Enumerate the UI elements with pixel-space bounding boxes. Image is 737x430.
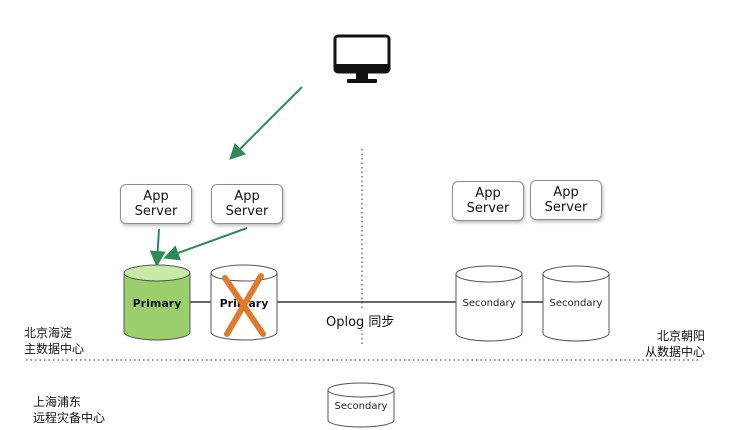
- region-name: 北京海淀: [24, 326, 73, 340]
- secondary-node-cylinder: [455, 265, 523, 342]
- app-server-label: Server: [134, 204, 178, 219]
- region-name: 上海浦东: [33, 395, 82, 409]
- region-name: 北京朝阳: [657, 329, 706, 343]
- region-label-haidian: 北京海淀 主数据中心: [24, 325, 84, 357]
- oplog-sync-label: Oplog 同步: [324, 311, 397, 330]
- primary-node-label: Primary: [132, 297, 182, 310]
- app-server-label: App: [475, 186, 501, 201]
- app-server-box: App Server: [120, 184, 192, 224]
- region-role: 主数据中心: [24, 342, 85, 356]
- secondary-node-cylinder: [542, 265, 610, 342]
- region-role: 从数据中心: [645, 345, 706, 359]
- primary-node-cylinder: [123, 264, 191, 341]
- region-label-chaoyang: 北京朝阳 从数据中心: [645, 328, 705, 360]
- monitor-icon: [333, 34, 391, 83]
- app2-to-primary-arrow: [163, 227, 248, 261]
- failed-x-icon: [222, 273, 266, 337]
- region-label-pudong: 上海浦东 远程灾备中心: [33, 394, 105, 426]
- dr-secondary-cylinder: [327, 382, 395, 428]
- app-server-box: App Server: [452, 181, 524, 221]
- app-server-label: App: [234, 189, 260, 204]
- app1-to-primary-arrow: [149, 228, 166, 267]
- dr-secondary-label: Secondary: [334, 401, 388, 412]
- app-server-box: App Server: [211, 184, 283, 224]
- client-to-app-arrow: [229, 86, 303, 160]
- secondary-node-label: Secondary: [549, 298, 603, 309]
- app-server-label: Server: [544, 200, 588, 215]
- app-server-label: App: [553, 185, 579, 200]
- app-server-label: App: [143, 189, 169, 204]
- app-server-label: Server: [466, 201, 510, 216]
- app-server-label: Server: [225, 204, 269, 219]
- region-role: 远程灾备中心: [33, 411, 106, 425]
- app-server-box: App Server: [530, 180, 602, 220]
- secondary-node-label: Secondary: [462, 298, 516, 309]
